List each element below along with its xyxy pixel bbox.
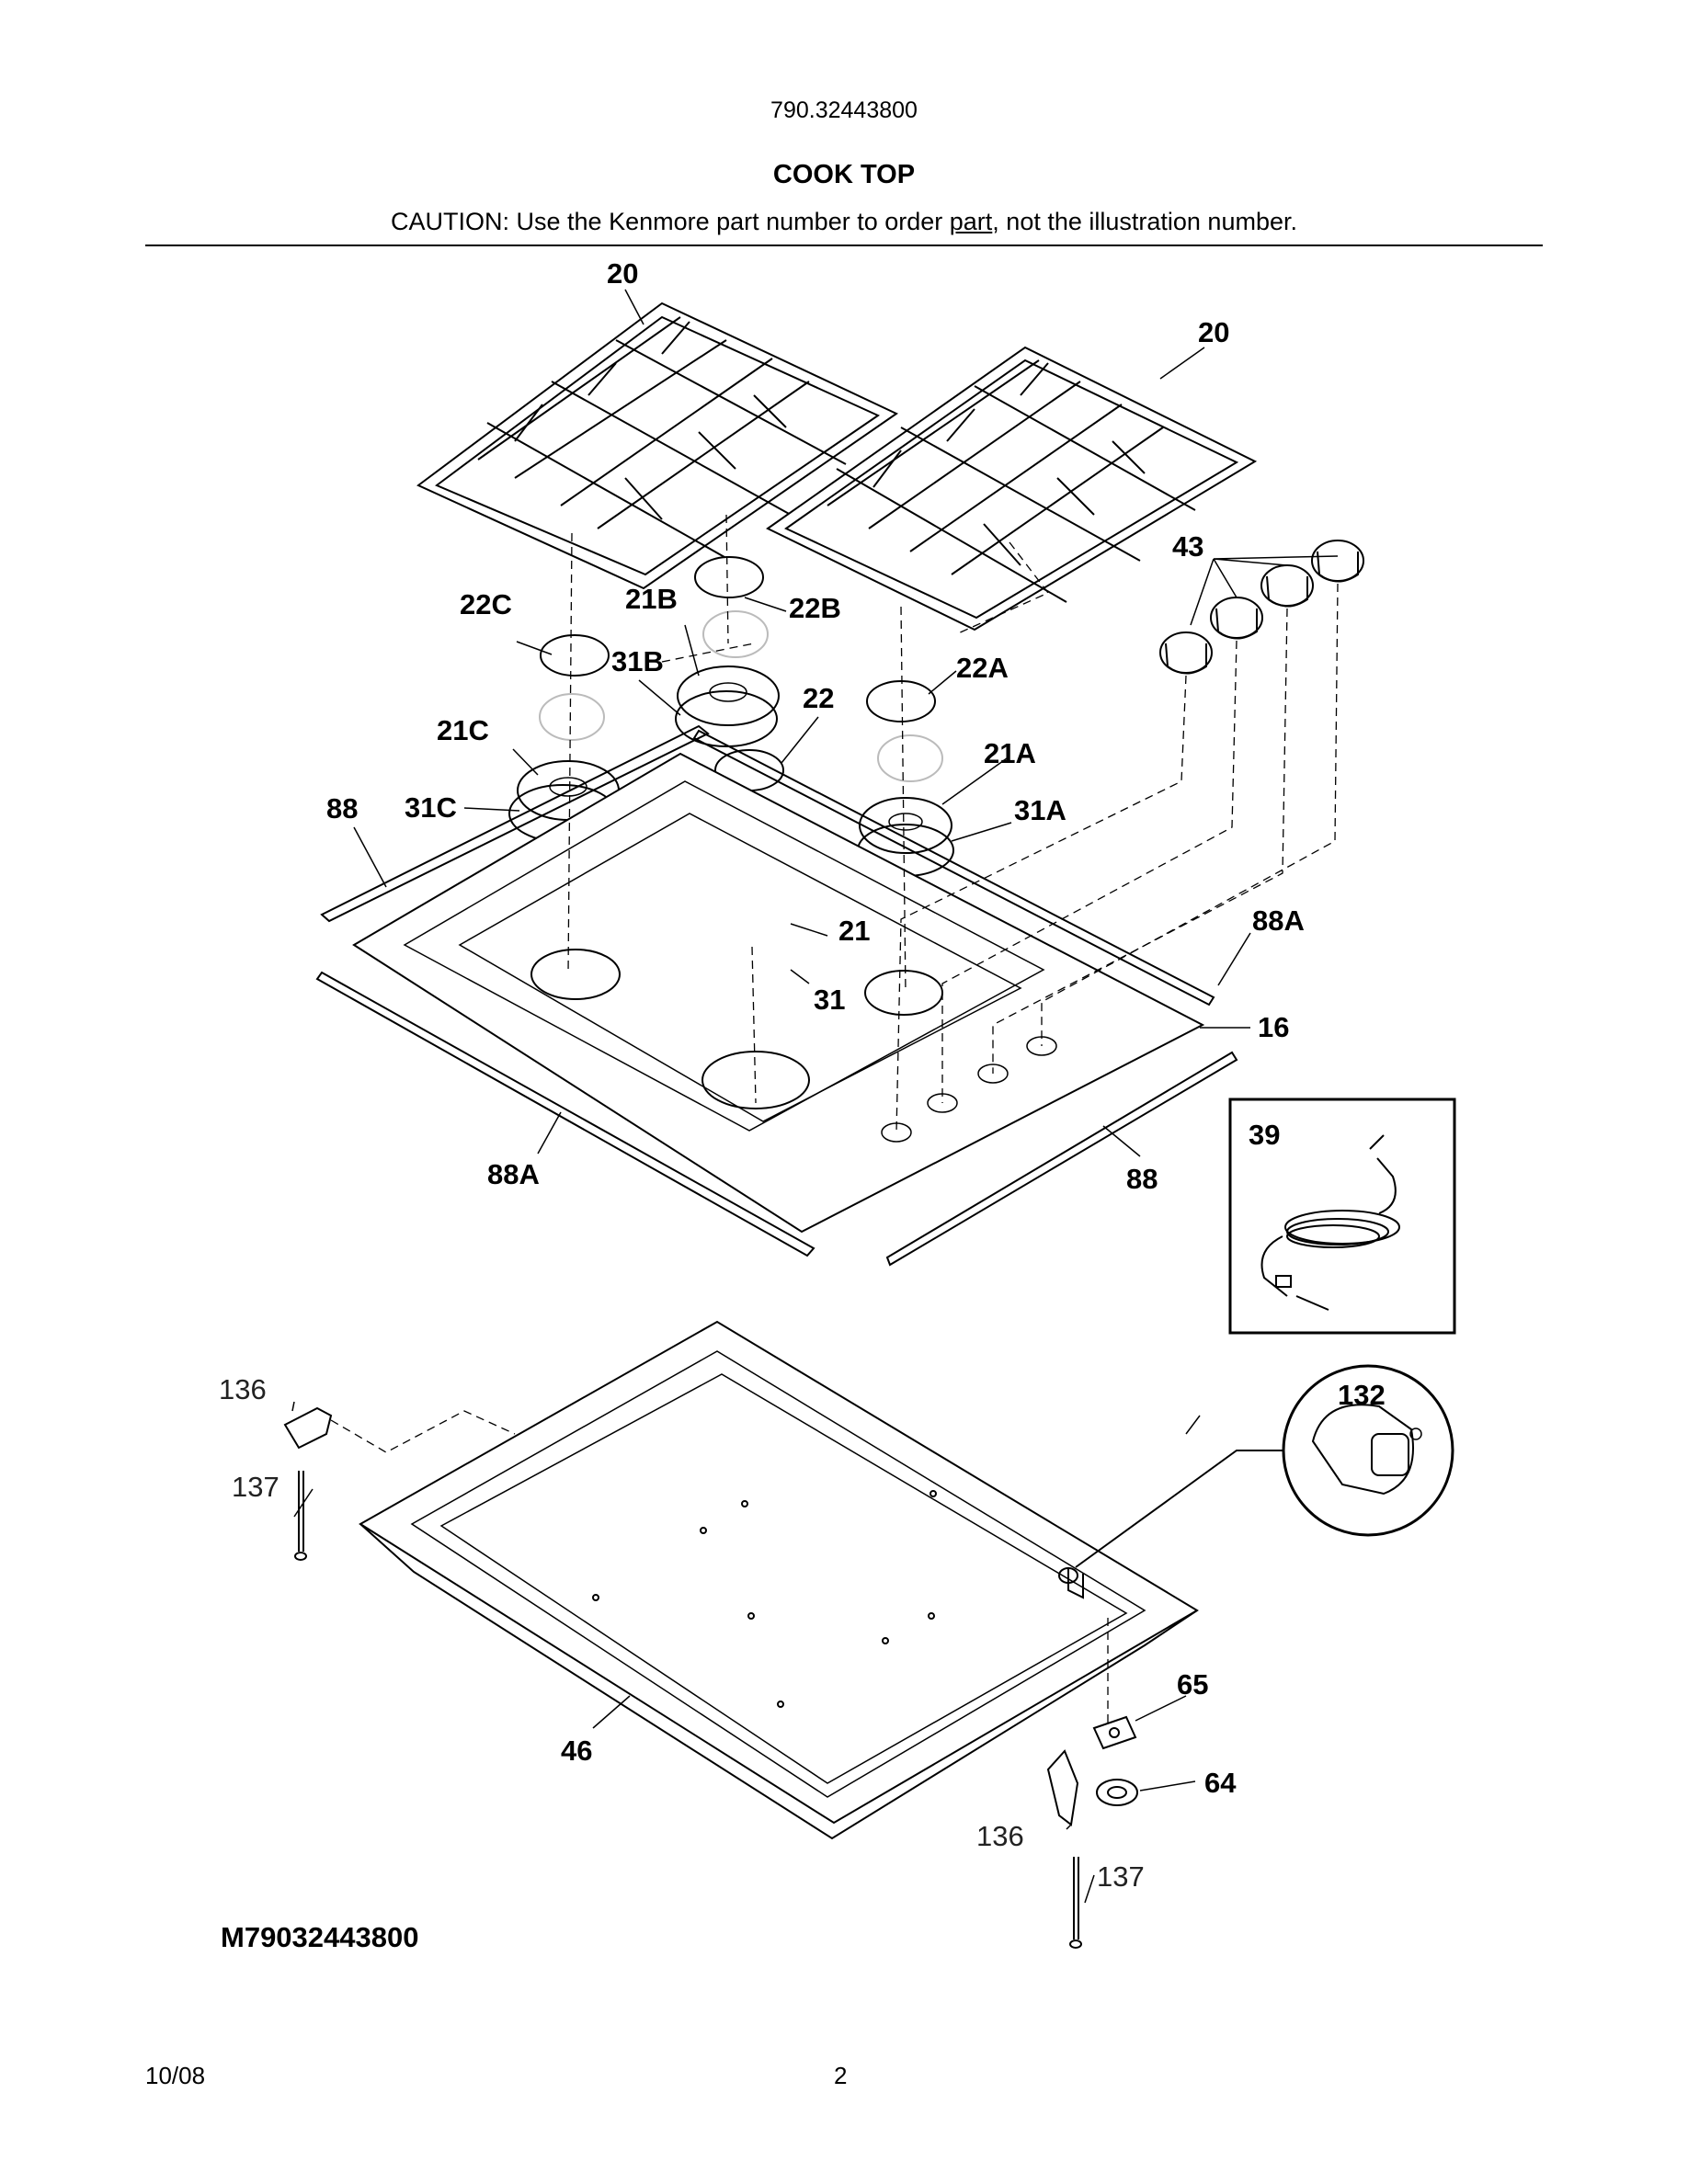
- footer-date: 10/08: [145, 2062, 206, 2089]
- callout-31: 31: [814, 984, 845, 1016]
- callout-grate-right: 20: [1198, 316, 1229, 348]
- callout-88-left: 88: [326, 792, 358, 825]
- mounting-hardware: [283, 1406, 1138, 1949]
- caution-note: CAUTION: Use the Kenmore part number to …: [0, 208, 1688, 236]
- callout-21c: 21C: [437, 714, 489, 746]
- callout-88a-bottom: 88A: [487, 1158, 540, 1190]
- callout-46: 46: [561, 1735, 592, 1767]
- callout-16: 16: [1258, 1011, 1289, 1043]
- caution-suffix: , not the illustration number.: [992, 208, 1297, 235]
- assembly-lines: [567, 514, 1339, 1133]
- callout-43: 43: [1172, 530, 1203, 563]
- callout-grate-left: 20: [607, 257, 638, 290]
- control-knobs: [1159, 540, 1364, 675]
- footer-page-number: 2: [834, 2062, 848, 2089]
- callout-21b: 21B: [625, 583, 678, 615]
- callout-21: 21: [838, 915, 870, 947]
- burner-box-pan: [359, 1320, 1199, 1840]
- model-number: 790.32443800: [770, 97, 918, 123]
- callout-88-bottom: 88: [1126, 1163, 1158, 1195]
- section-title: COOK TOP: [772, 160, 916, 189]
- callout-137-top: 137: [232, 1471, 279, 1503]
- callout-31b: 31B: [611, 645, 664, 677]
- callout-137-bottom: 137: [1097, 1860, 1145, 1893]
- power-cord-box: [1228, 1098, 1456, 1335]
- callout-21a: 21A: [984, 737, 1036, 769]
- callout-136-top: 136: [219, 1373, 267, 1405]
- callout-labels: 20 20 22C 21B 22B 31B 22 22A 21C 21A 88 …: [219, 257, 1386, 1893]
- callout-39: 39: [1249, 1119, 1280, 1151]
- callout-64: 64: [1204, 1767, 1237, 1799]
- callout-22a: 22A: [956, 652, 1009, 684]
- trim-strips: [315, 724, 1238, 1267]
- drawing-number: M79032443800: [221, 1921, 418, 1953]
- leader-lines: [291, 289, 1251, 1904]
- callout-22c: 22C: [460, 588, 512, 620]
- callout-88a-right: 88A: [1252, 904, 1305, 937]
- callout-136-bottom: 136: [976, 1820, 1024, 1852]
- callout-31a: 31A: [1014, 794, 1066, 826]
- plug-callout-circle: [1067, 1364, 1454, 1599]
- grate-left: [416, 301, 898, 590]
- header-rule: [145, 245, 1543, 246]
- callout-65: 65: [1177, 1668, 1208, 1701]
- caution-prefix: CAUTION: Use the Kenmore part number to …: [391, 208, 950, 235]
- callout-31c: 31C: [405, 791, 457, 824]
- callout-132: 132: [1338, 1379, 1386, 1411]
- callout-22b: 22B: [789, 592, 841, 624]
- callout-22: 22: [803, 682, 834, 714]
- caution-underlined-word: part: [949, 208, 993, 235]
- grate-right: [766, 346, 1258, 631]
- cooktop-surface: [352, 752, 1205, 1234]
